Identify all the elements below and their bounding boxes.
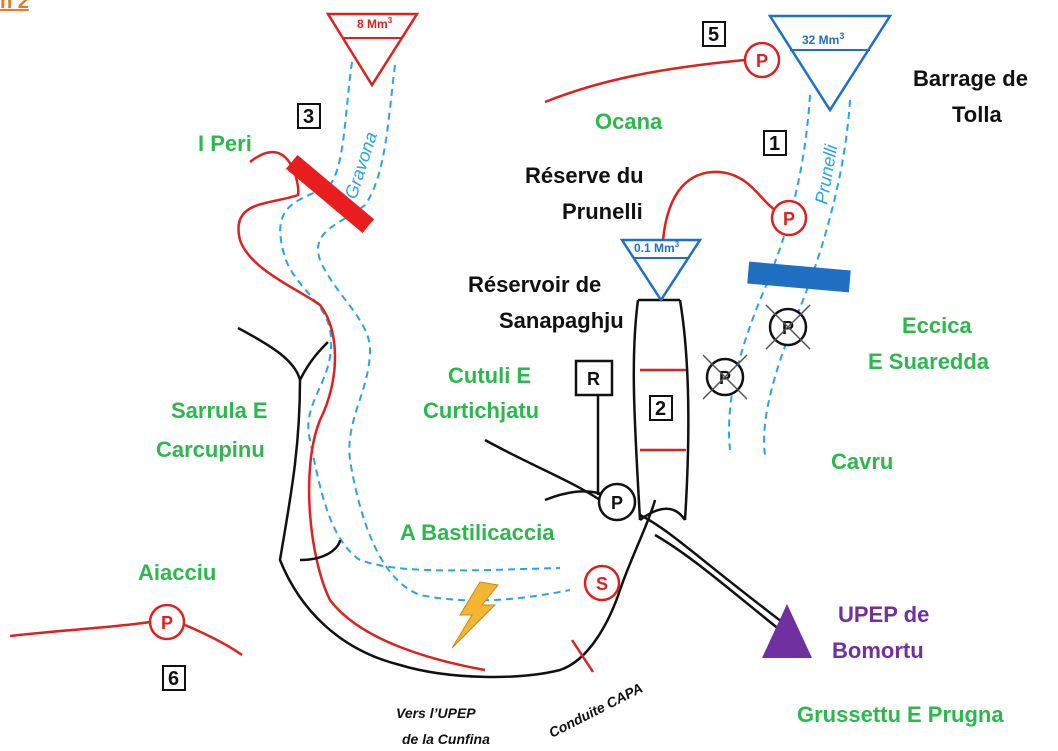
prunelli-river-label: Prunelli bbox=[811, 142, 841, 206]
place-eccica-line1: Eccica bbox=[902, 313, 972, 338]
svg-text:0.1 Mm3: 0.1 Mm3 bbox=[634, 240, 680, 255]
svg-text:6: 6 bbox=[168, 668, 179, 690]
station-s: S bbox=[583, 564, 621, 602]
svg-text:R: R bbox=[587, 369, 600, 389]
pump-prunelli-reserve: P bbox=[770, 199, 808, 237]
svg-text:2: 2 bbox=[655, 398, 666, 420]
pump-ocana: P bbox=[743, 41, 781, 79]
place-cutuli-line2: Curtichjatu bbox=[423, 398, 539, 423]
label-upep-line1: UPEP de bbox=[838, 602, 929, 627]
tolla-reservoir: 32 Mm3 bbox=[767, 14, 893, 113]
ocana-pipe bbox=[544, 58, 746, 104]
pump-disabled-1: P bbox=[765, 304, 811, 350]
svg-text:P: P bbox=[783, 209, 795, 229]
conduite-capa-line bbox=[570, 639, 595, 673]
sanapaghju-reservoir: 0.1 Mm3 bbox=[619, 238, 703, 303]
label-sanapaghju-line1: Réservoir de bbox=[468, 272, 601, 297]
gravona-reservoir: 8 Mm3 bbox=[325, 12, 420, 88]
number-box-2: 2 bbox=[649, 395, 673, 421]
pump-bastilicaccia: P bbox=[597, 482, 637, 522]
svg-text:1: 1 bbox=[769, 133, 780, 155]
place-sarrula-line2: Carcupinu bbox=[156, 437, 265, 462]
place-grussettu: Grussettu E Prugna bbox=[797, 702, 1004, 727]
tolla-barrier bbox=[747, 261, 851, 293]
svg-text:5: 5 bbox=[708, 24, 719, 46]
place-ocana: Ocana bbox=[595, 109, 663, 134]
i-peri-barrier bbox=[285, 154, 375, 234]
black-network bbox=[237, 298, 791, 679]
label-conduite-capa: Conduite CAPA bbox=[546, 680, 645, 741]
svg-text:P: P bbox=[611, 493, 623, 513]
svg-text:8 Mm3: 8 Mm3 bbox=[357, 16, 393, 31]
reservoir-r-box: R bbox=[574, 359, 614, 397]
label-vers-line1: Vers l’UPEP bbox=[396, 705, 476, 721]
i-peri-pipe bbox=[237, 151, 486, 672]
prunelli-reserve-pipe bbox=[661, 170, 776, 241]
place-i-peri: I Peri bbox=[198, 131, 252, 156]
place-aiacciu: Aiacciu bbox=[138, 560, 216, 585]
svg-text:P: P bbox=[161, 613, 173, 633]
place-cutuli-line1: Cutuli E bbox=[448, 363, 531, 388]
prunelli-river bbox=[728, 94, 851, 456]
label-upep-line2: Bomortu bbox=[832, 638, 924, 663]
place-cavru: Cavru bbox=[831, 449, 893, 474]
label-tolla-line1: Barrage de bbox=[913, 66, 1028, 91]
number-box-1: 1 bbox=[763, 130, 787, 156]
label-sanapaghju-line2: Sanapaghju bbox=[499, 308, 624, 333]
pump-disabled-2: P bbox=[702, 354, 748, 400]
svg-text:P: P bbox=[756, 51, 768, 71]
svg-text:S: S bbox=[596, 574, 608, 594]
number-box-5: 5 bbox=[702, 21, 726, 47]
svg-text:3: 3 bbox=[303, 106, 314, 128]
label-prunelli-reserve-line2: Prunelli bbox=[562, 199, 643, 224]
page-heading: n 2 bbox=[0, 0, 29, 13]
label-vers-line2: de la Cunfina bbox=[402, 731, 490, 747]
label-tolla-line2: Tolla bbox=[952, 102, 1002, 127]
label-prunelli-reserve-line1: Réserve du bbox=[525, 163, 644, 188]
place-bastilicaccia: A Bastilicaccia bbox=[400, 520, 555, 545]
pump-aiacciu: P bbox=[148, 603, 186, 641]
svg-text:32 Mm3: 32 Mm3 bbox=[802, 31, 844, 47]
lightning-icon bbox=[451, 581, 499, 649]
place-eccica-line2: E Suaredda bbox=[868, 349, 990, 374]
aiacciu-pipe bbox=[9, 620, 243, 657]
number-box-6: 6 bbox=[162, 665, 186, 691]
gravona-river-label: Gravona bbox=[341, 129, 381, 201]
upep-triangle-icon bbox=[762, 604, 812, 658]
number-box-3: 3 bbox=[297, 103, 321, 129]
place-sarrula-line1: Sarrula E bbox=[171, 398, 268, 423]
